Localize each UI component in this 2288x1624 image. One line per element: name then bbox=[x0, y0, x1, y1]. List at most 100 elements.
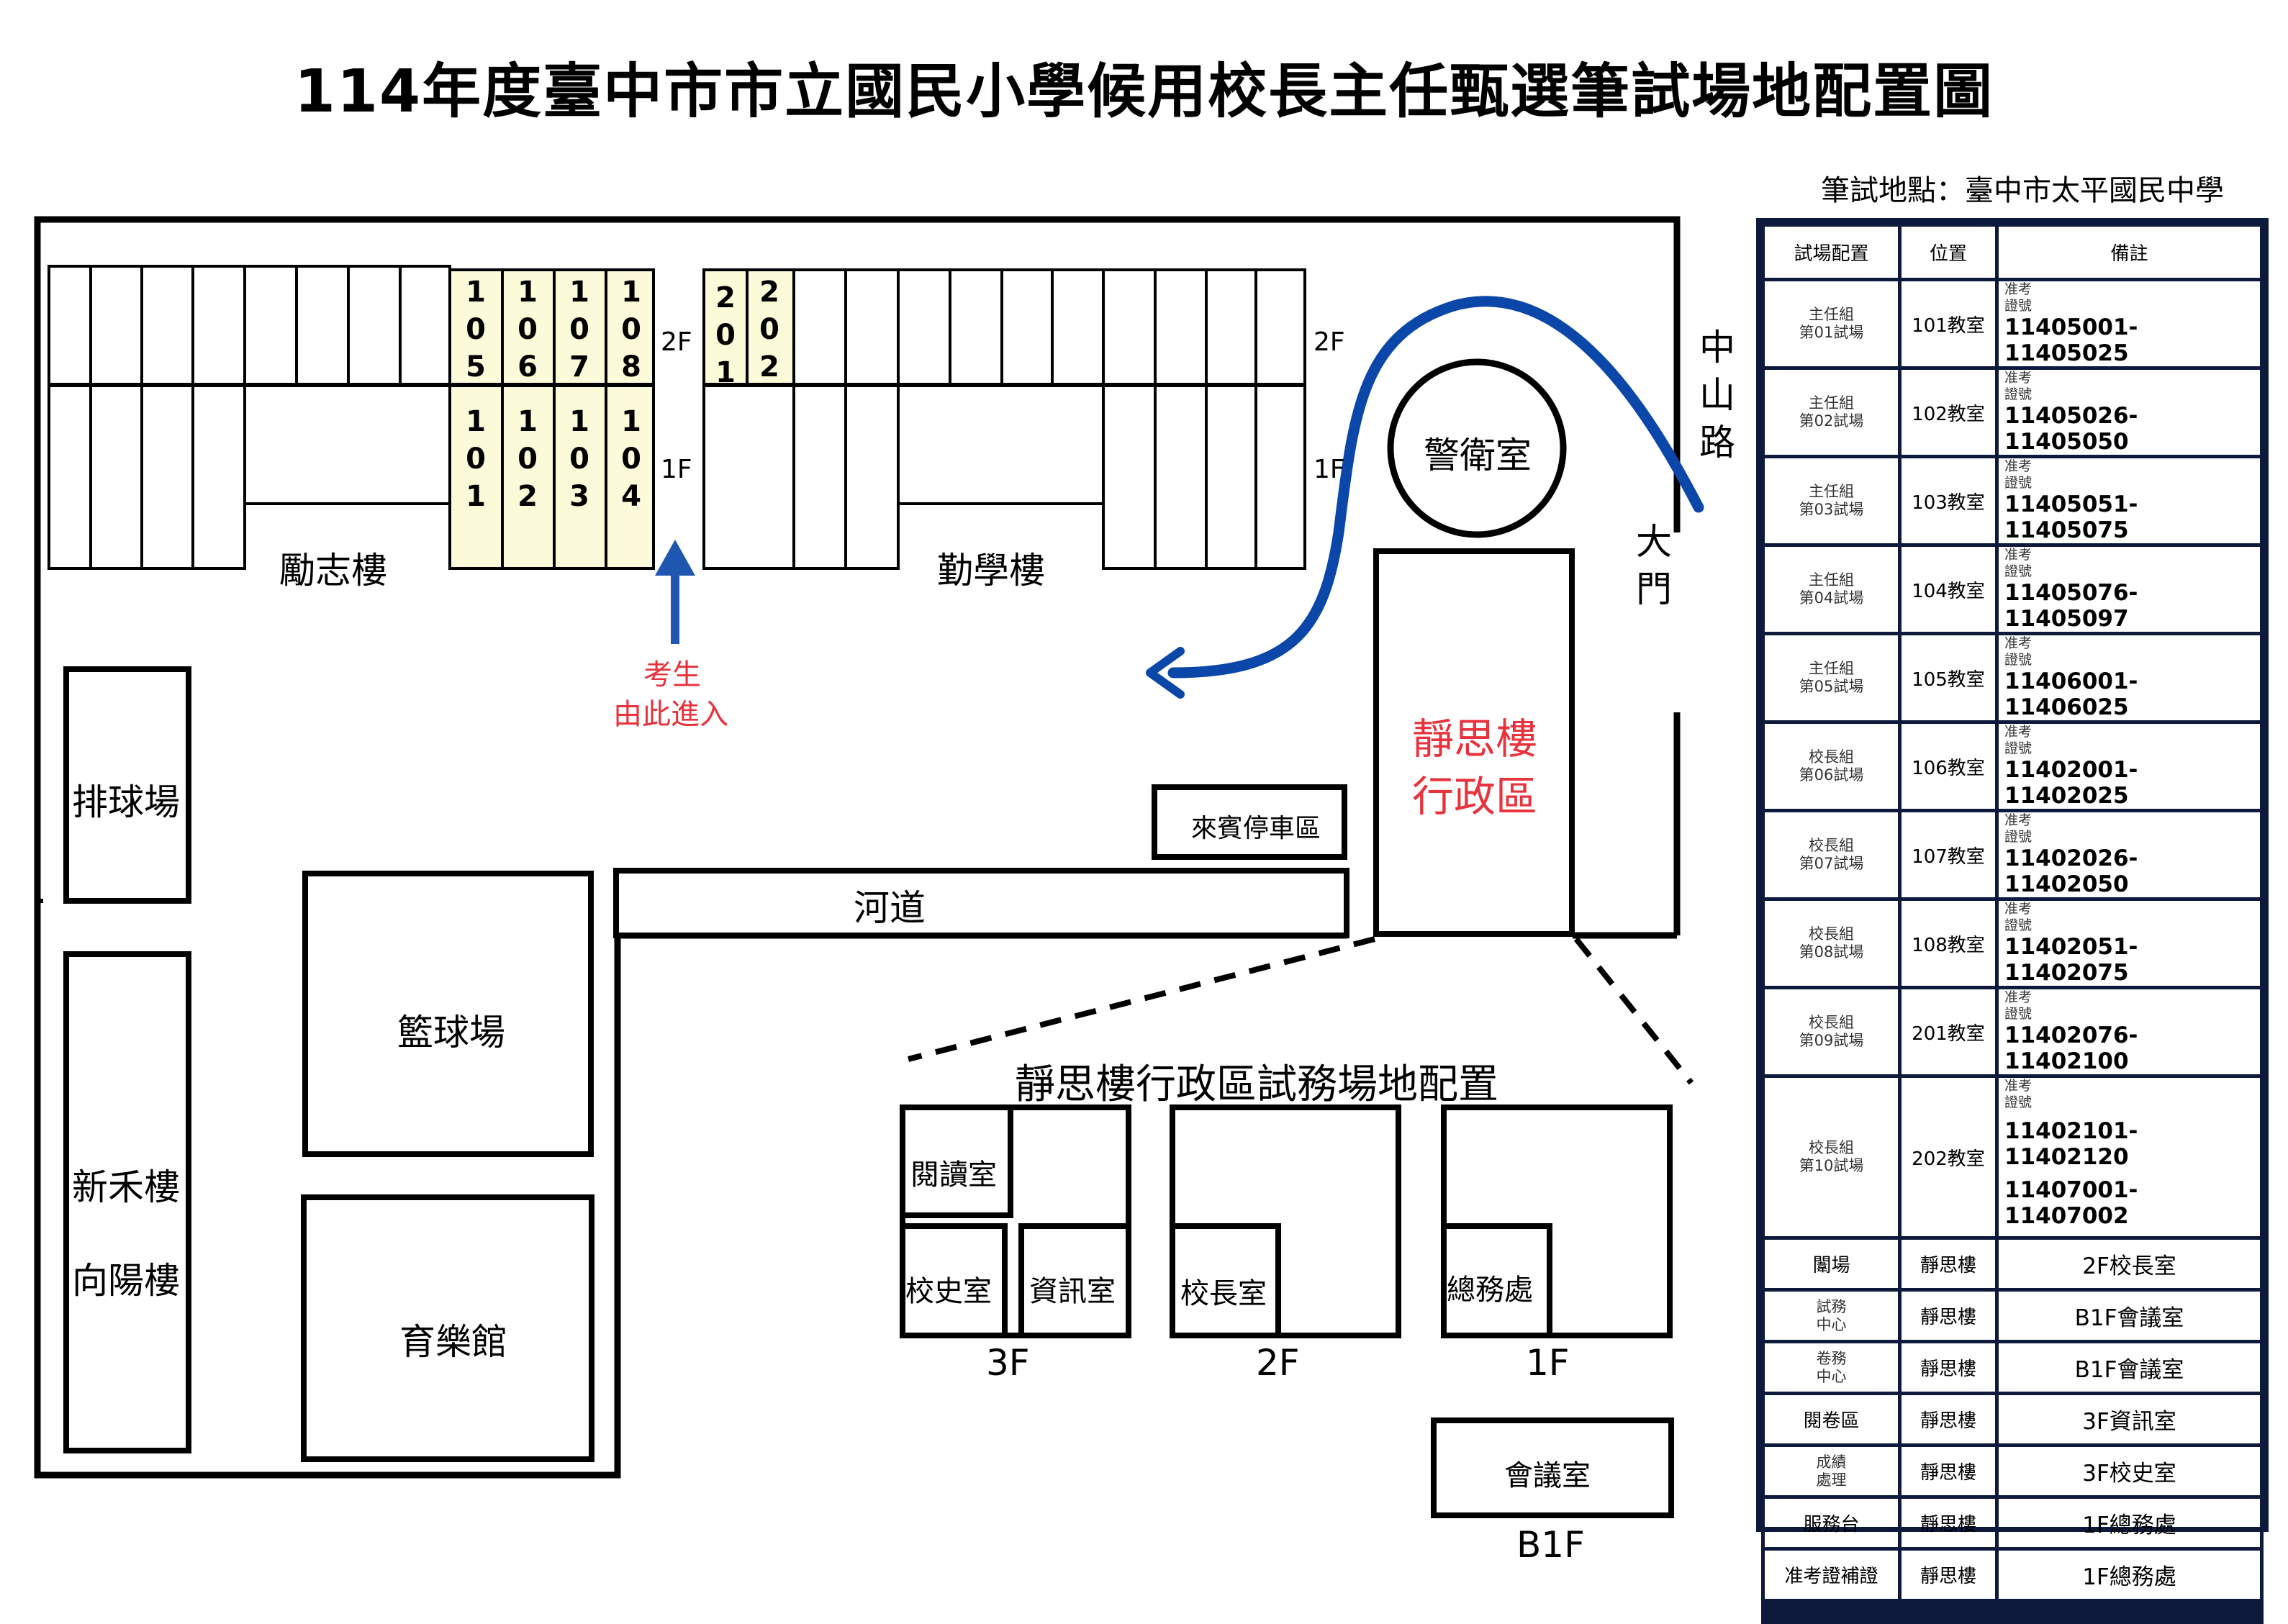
admission-range: 11406001-11406025 bbox=[2004, 668, 2138, 720]
admission-label: 准考證號 bbox=[2004, 281, 2032, 314]
guard-house-label: 警衛室 bbox=[1424, 435, 1532, 476]
exam-room-cell: 105教室 bbox=[1898, 632, 1999, 724]
principal-room-label: 校長室 bbox=[1180, 1277, 1267, 1310]
admission-label: 准考證號 bbox=[2004, 1078, 2032, 1110]
page-title: 114年度臺中市市立國民小學候用校長主任甄選筆試場地配置圖 bbox=[294, 58, 1994, 126]
lizhi-building-grid bbox=[48, 265, 451, 570]
yule-hall bbox=[301, 1194, 594, 1462]
yule-label: 育樂館 bbox=[399, 1321, 507, 1363]
meeting-room bbox=[1431, 1417, 1674, 1518]
parking-area bbox=[1152, 784, 1347, 860]
service-note-cell: 1F總務處 bbox=[1995, 1547, 2264, 1602]
reading-room-label: 閱讀室 bbox=[910, 1158, 997, 1192]
header-site: 試場配置 bbox=[1761, 223, 1902, 281]
service-name-cell: 卷務中心 bbox=[1761, 1340, 1902, 1395]
exam-room-cell: 103教室 bbox=[1898, 455, 1999, 547]
table-empty-row bbox=[1761, 1610, 2264, 1617]
admission-range: 11405001-11405025 bbox=[2004, 314, 2138, 366]
admission-label: 准考證號 bbox=[2004, 547, 2032, 579]
zhongshan-road-label: 中山路 bbox=[1699, 327, 1735, 463]
gate-gap-mask bbox=[1668, 532, 1687, 712]
meeting-room-label: 會議室 bbox=[1504, 1459, 1591, 1492]
admission-range: 11402076-11402100 bbox=[2004, 1022, 2138, 1074]
service-name-cell: 試務中心 bbox=[1761, 1288, 1902, 1343]
service-name-cell: 准考證補證 bbox=[1761, 1547, 1902, 1602]
history-room-label: 校史室 bbox=[905, 1275, 992, 1308]
route-arrow-head bbox=[1146, 647, 1185, 699]
exam-room-cell: 104教室 bbox=[1898, 543, 1999, 635]
admission-label: 准考證號 bbox=[2004, 812, 2032, 845]
exam-site-cell: 校長組第06試場 bbox=[1761, 720, 1902, 812]
exam-room-cell: 106教室 bbox=[1898, 720, 1999, 812]
exam-site-cell: 主任組第04試場 bbox=[1761, 543, 1902, 635]
xinhe-xiangyang-building bbox=[63, 951, 191, 1453]
exam-room-cell: 102教室 bbox=[1898, 366, 1999, 458]
general-affairs-label: 總務處 bbox=[1447, 1274, 1533, 1307]
admission-label: 准考證號 bbox=[2004, 370, 2032, 402]
service-position-cell: 靜思樓 bbox=[1898, 1392, 1999, 1447]
admission-number-cell: 准考證號11402076-11402100 bbox=[1995, 986, 2264, 1078]
header-note: 備註 bbox=[1995, 223, 2264, 281]
volleyball-label: 排球場 bbox=[72, 781, 180, 823]
reading-room bbox=[900, 1104, 1013, 1218]
table-header-row: 試場配置 位置 備註 bbox=[1761, 223, 2264, 281]
admission-number-cell: 准考證號11402026-11402050 bbox=[1995, 809, 2264, 901]
exam-site-cell: 主任組第01試場 bbox=[1761, 278, 1902, 370]
admission-range: 11402051-11402075 bbox=[2004, 934, 2138, 986]
lizhi-floor-2f: 2F bbox=[661, 327, 692, 357]
service-name-cell: 服務台 bbox=[1761, 1495, 1902, 1551]
qinxue-floor-1f: 1F bbox=[1313, 455, 1345, 484]
floor-1f-box bbox=[1441, 1104, 1673, 1338]
table-empty-row bbox=[1761, 1602, 2264, 1610]
jingsi-building bbox=[1373, 548, 1575, 937]
admission-range: 11405051-11405075 bbox=[2004, 491, 2138, 543]
guard-house-shape bbox=[1387, 358, 1567, 538]
info-room-label: 資訊室 bbox=[1029, 1275, 1116, 1308]
admission-range: 11407001-11407002 bbox=[2004, 1177, 2138, 1229]
exam-location: 筆試地點：臺中市太平國民中學 bbox=[1821, 174, 2224, 207]
entry-arrow-head bbox=[655, 540, 695, 576]
service-note-cell: 3F校史室 bbox=[1995, 1443, 2264, 1499]
exam-room-cell: 101教室 bbox=[1898, 278, 1999, 370]
xinhe-label: 新禾樓 bbox=[72, 1166, 180, 1208]
entry-route-arrow bbox=[1167, 296, 1704, 679]
floor-1f-label: 1F bbox=[1526, 1342, 1570, 1384]
basketball-court bbox=[302, 871, 594, 1157]
callout-line-left bbox=[908, 936, 1375, 1062]
river-label: 河道 bbox=[854, 887, 926, 929]
exam-room-cell: 108教室 bbox=[1898, 897, 1999, 989]
admission-range: 11402101-11402120 bbox=[2004, 1118, 2138, 1170]
exam-room-cell: 201教室 bbox=[1898, 986, 1999, 1078]
admission-label: 准考證號 bbox=[2004, 635, 2032, 668]
service-note-cell: 2F校長室 bbox=[1995, 1236, 2264, 1292]
service-position-cell: 靜思樓 bbox=[1898, 1443, 1999, 1499]
admission-number-cell: 准考證號11402051-11402075 bbox=[1995, 897, 2264, 989]
header-position: 位置 bbox=[1898, 223, 1999, 281]
main-gate-label: 大門 bbox=[1636, 521, 1672, 610]
admission-number-cell: 准考證號11406001-11406025 bbox=[1995, 632, 2264, 724]
detail-title: 靜思樓行政區試務場地配置 bbox=[1015, 1061, 1498, 1108]
general-affairs-room bbox=[1441, 1223, 1552, 1338]
exam-site-cell: 校長組第10試場 bbox=[1761, 1074, 1902, 1240]
info-room bbox=[1018, 1223, 1131, 1338]
service-note-cell: 1F總務處 bbox=[1995, 1495, 2264, 1551]
admission-label: 准考證號 bbox=[2004, 458, 2032, 491]
